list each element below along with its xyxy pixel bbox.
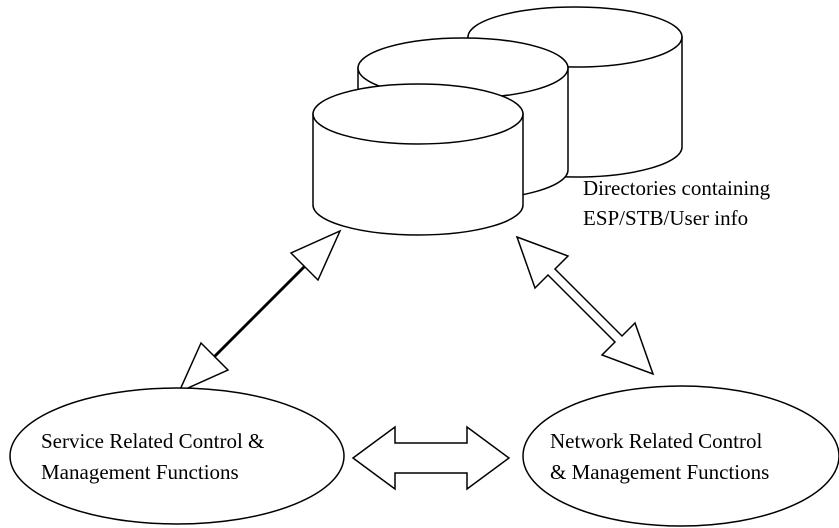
service-functions-label-line2: Management Functions	[41, 460, 239, 484]
double-arrow-left-diagonal	[177, 229, 342, 394]
directories-label-line2: ESP/STB/User info	[583, 206, 748, 230]
double-arrow-right-diagonal	[515, 235, 655, 376]
network-related-functions-node: Network Related Control & Management Fun…	[522, 385, 839, 527]
network-functions-label-line1: Network Related Control	[550, 429, 762, 453]
database-cylinder-front	[312, 83, 524, 236]
service-functions-label-line1: Service Related Control &	[41, 429, 264, 453]
service-related-functions-node: Service Related Control & Management Fun…	[9, 387, 345, 525]
directories-label-line1: Directories containing	[583, 176, 771, 200]
network-functions-label-line2: & Management Functions	[550, 460, 769, 484]
double-arrow-horizontal	[351, 425, 511, 491]
